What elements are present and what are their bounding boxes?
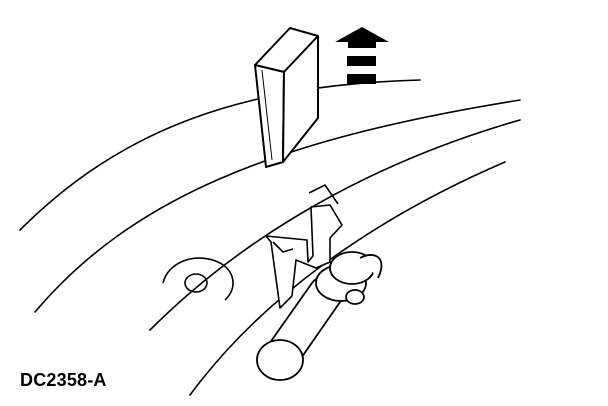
rod-end-icon — [256, 339, 304, 381]
figure-id-label: DC2358-A — [20, 370, 107, 390]
mounting-boss — [162, 257, 234, 301]
bolt-hole-icon — [184, 273, 208, 293]
outer-arc — [19, 79, 421, 231]
shift-fork — [265, 184, 343, 309]
shift-rod — [256, 251, 383, 381]
pad-block — [254, 27, 319, 168]
arrow-up-icon — [335, 27, 389, 84]
middle-arc — [34, 99, 521, 313]
